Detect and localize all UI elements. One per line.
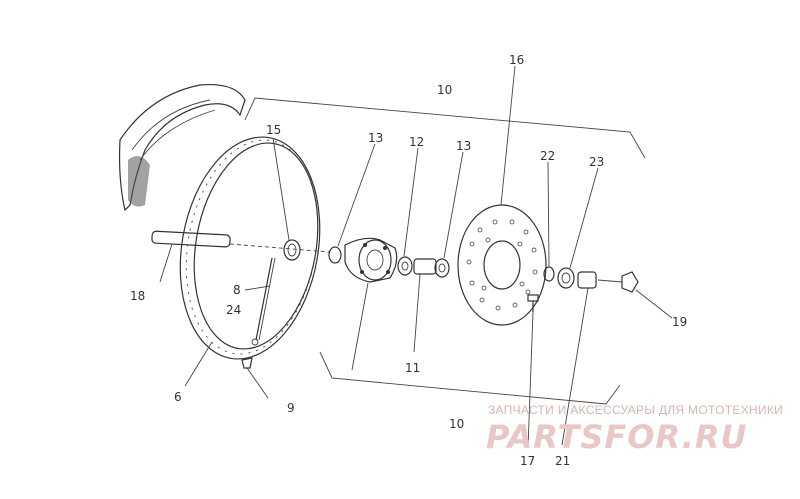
callout-22: 22 bbox=[540, 149, 555, 163]
brake-disc bbox=[457, 204, 547, 326]
spoke bbox=[255, 257, 273, 341]
valve bbox=[241, 357, 253, 369]
watermark-logo: PARTSFOR.RU bbox=[486, 418, 748, 456]
callout-16: 16 bbox=[509, 53, 524, 67]
bolt-17 bbox=[527, 294, 539, 312]
callout-13-right: 13 bbox=[456, 139, 471, 153]
callout-24: 24 bbox=[226, 303, 241, 317]
assembly-bracket-bottom bbox=[319, 351, 621, 405]
nut-19 bbox=[597, 271, 639, 293]
callout-15: 15 bbox=[266, 123, 281, 137]
callout-19: 19 bbox=[672, 315, 687, 329]
callout-21: 21 bbox=[555, 454, 570, 468]
callout-23: 23 bbox=[589, 155, 604, 169]
spoke-nipple bbox=[251, 338, 259, 346]
seal-22 bbox=[543, 266, 555, 282]
axle bbox=[151, 230, 331, 253]
callout-10-top: 10 bbox=[437, 83, 452, 97]
spacer-tube bbox=[413, 258, 437, 275]
leader-lines bbox=[159, 65, 673, 449]
wheel-rim bbox=[179, 136, 321, 360]
callout-12: 12 bbox=[409, 135, 424, 149]
bearing-12 bbox=[397, 256, 413, 276]
bearing-13 bbox=[434, 258, 450, 278]
callout-17: 17 bbox=[520, 454, 535, 468]
assembly-bracket-top bbox=[244, 97, 646, 159]
callout-13-left: 13 bbox=[368, 131, 383, 145]
spacer-21 bbox=[577, 271, 597, 289]
bearing-23 bbox=[557, 267, 575, 289]
callout-10-bottom: 10 bbox=[449, 417, 464, 431]
callout-6: 6 bbox=[174, 390, 182, 404]
callout-9: 9 bbox=[287, 401, 295, 415]
wheel-hub bbox=[328, 237, 398, 283]
watermark-caption: ЗАПЧАСТИ И АКСЕССУАРЫ ДЛЯ МОТОТЕХНИКИ bbox=[488, 403, 784, 417]
callout-8: 8 bbox=[233, 283, 241, 297]
spacer-ring bbox=[283, 239, 301, 261]
callout-18: 18 bbox=[130, 289, 145, 303]
callout-11: 11 bbox=[405, 361, 420, 375]
tyre-section bbox=[118, 83, 246, 212]
